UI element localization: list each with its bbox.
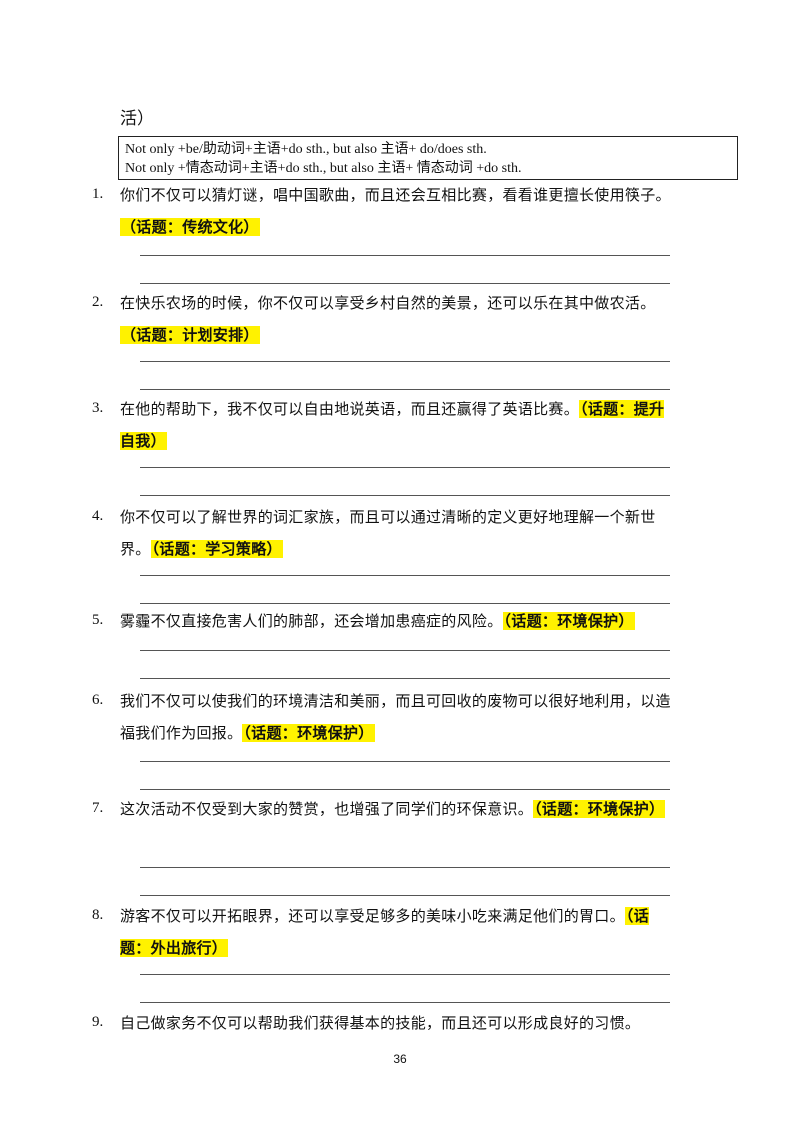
answer-line[interactable] [140, 603, 670, 604]
item-number: 8. [92, 907, 104, 923]
answer-line[interactable] [140, 283, 670, 284]
answer-line[interactable] [140, 974, 670, 975]
item-number: 7. [92, 800, 104, 816]
item-sentence: 你不仅可以了解世界的词汇家族，而且可以通过清晰的定义更好地理解一个新世界。 [120, 508, 656, 558]
continued-text: 活） [120, 109, 154, 129]
item-text: 你不仅可以了解世界的词汇家族，而且可以通过清晰的定义更好地理解一个新世界。（话题… [120, 501, 675, 565]
answer-line[interactable] [140, 761, 670, 762]
topic-label: （话题：环境保护） [242, 724, 375, 742]
answer-line[interactable] [140, 255, 670, 256]
formula-line-1: Not only +be/助动词+主语+do sth., but also 主语… [125, 142, 487, 157]
item-text: 你们不仅可以猜灯谜，唱中国歌曲，而且还会互相比赛，看看谁更擅长使用筷子。 （话题：… [120, 179, 675, 243]
answer-line[interactable] [140, 361, 670, 362]
answer-line[interactable] [140, 678, 670, 679]
formula-line-2: Not only +情态动词+主语+do sth., but also 主语+ … [125, 161, 522, 176]
answer-line[interactable] [140, 575, 670, 576]
item-number: 3. [92, 400, 104, 416]
answer-line[interactable] [140, 895, 670, 896]
item-sentence: 这次活动不仅受到大家的赞赏，也增强了同学们的环保意识。 [120, 800, 534, 818]
item-text: 自己做家务不仅可以帮助我们获得基本的技能，而且还可以形成良好的习惯。 [120, 1007, 675, 1039]
answer-line[interactable] [140, 467, 670, 468]
item-sentence: 自己做家务不仅可以帮助我们获得基本的技能，而且还可以形成良好的习惯。 [120, 1014, 641, 1032]
item-number: 9. [92, 1014, 104, 1030]
item-text: 在他的帮助下，我不仅可以自由地说英语，而且还赢得了英语比赛。（话题：提升自我） [120, 393, 675, 457]
item-number: 5. [92, 612, 104, 628]
item-number: 1. [92, 186, 104, 202]
topic-label: （话题：传统文化） [120, 218, 260, 236]
topic-label: （话题：计划安排） [120, 326, 260, 344]
answer-line[interactable] [140, 867, 670, 868]
answer-line[interactable] [140, 1002, 670, 1003]
answer-line[interactable] [140, 650, 670, 651]
item-sentence: 你们不仅可以猜灯谜，唱中国歌曲，而且还会互相比赛，看看谁更擅长使用筷子。 [120, 186, 671, 204]
answer-line[interactable] [140, 389, 670, 390]
item-number: 6. [92, 692, 104, 708]
item-text: 我们不仅可以使我们的环境清洁和美丽，而且可回收的废物可以很好地利用，以造福我们作… [120, 685, 675, 749]
answer-line[interactable] [140, 789, 670, 790]
topic-label: （话题：环境保护） [533, 800, 666, 818]
item-text: 这次活动不仅受到大家的赞赏，也增强了同学们的环保意识。（话题：环境保护） [120, 793, 675, 825]
item-sentence: 雾霾不仅直接危害人们的肺部，还会增加患癌症的风险。 [120, 612, 503, 630]
item-number: 2. [92, 294, 104, 310]
item-text: 游客不仅可以开拓眼界，还可以享受足够多的美味小吃来满足他们的胃口。（话题：外出旅… [120, 900, 675, 964]
item-text: 在快乐农场的时候，你不仅可以享受乡村自然的美景，还可以乐在其中做农活。 （话题：计… [120, 287, 675, 351]
item-sentence: 游客不仅可以开拓眼界，还可以享受足够多的美味小吃来满足他们的胃口。 [120, 907, 625, 925]
page-number: 36 [393, 1052, 407, 1066]
item-sentence: 在他的帮助下，我不仅可以自由地说英语，而且还赢得了英语比赛。 [120, 400, 580, 418]
item-sentence: 我们不仅可以使我们的环境清洁和美丽，而且可回收的废物可以很好地利用，以造福我们作… [120, 692, 671, 742]
item-text: 雾霾不仅直接危害人们的肺部，还会增加患癌症的风险。（话题：环境保护） [120, 605, 675, 637]
topic-label: （话题：环境保护） [502, 612, 635, 630]
grammar-formula-box: Not only +be/助动词+主语+do sth., but also 主语… [118, 136, 738, 180]
item-sentence: 在快乐农场的时候，你不仅可以享受乡村自然的美景，还可以乐在其中做农活。 [120, 294, 656, 312]
answer-line[interactable] [140, 495, 670, 496]
item-number: 4. [92, 508, 104, 524]
topic-label: （话题：学习策略） [150, 540, 283, 558]
